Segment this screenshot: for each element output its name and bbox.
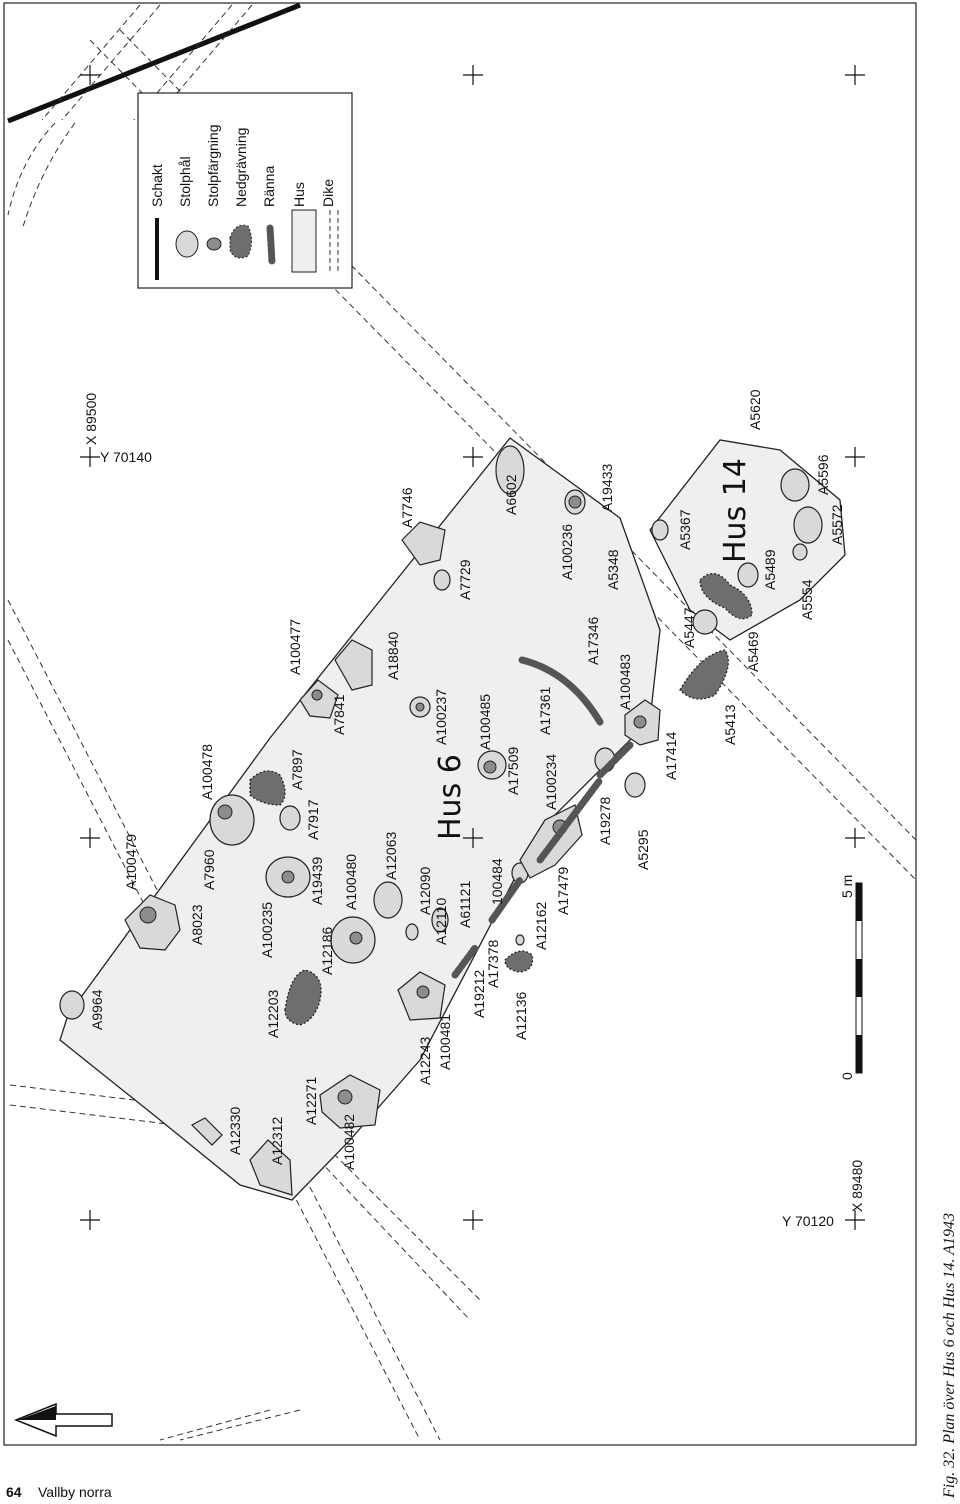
feature-label-a17378: A17378 <box>485 940 501 988</box>
feature-label-a19212: A19212 <box>471 970 487 1018</box>
feature-label-a7746: A7746 <box>399 487 415 528</box>
coord-x-bottom: X 89480 <box>849 1160 865 1212</box>
scale-bar: 0 5 m <box>839 875 863 1080</box>
feature-label-a5620: A5620 <box>747 389 763 430</box>
legend-label-stolphal: Stolphål <box>177 156 193 207</box>
legend-label-nedgravning: Nedgrävning <box>233 128 249 207</box>
feature-label-a12203: A12203 <box>265 990 281 1038</box>
legend-stolpfargning-symbol <box>206 237 222 251</box>
legend-dike-symbol <box>329 210 339 272</box>
legend-label-stolpfargning: Stolpfärgning <box>205 124 221 207</box>
feature-label-a100234: A100234 <box>543 754 559 810</box>
legend-label-dike: Dike <box>320 179 336 207</box>
feature-label-a100237: A100237 <box>433 689 449 745</box>
feature-label-a5295: A5295 <box>635 829 651 870</box>
feature-label-a100478: A100478 <box>199 744 215 800</box>
map-frame <box>3 2 917 1446</box>
legend: Schakt Stolphål Stolpfärgning Nedgrävnin… <box>137 92 353 289</box>
feature-label-a19433: A19433 <box>599 464 615 512</box>
feature-label-a100483: A100483 <box>617 654 633 710</box>
feature-label-a8023: A8023 <box>189 904 205 945</box>
feature-label-a7729: A7729 <box>457 559 473 600</box>
feature-label-a17414: A17414 <box>663 732 679 780</box>
feature-label-a7960: A7960 <box>201 849 217 890</box>
feature-label-a9964: A9964 <box>89 989 105 1030</box>
feature-label-a12162: A12162 <box>533 902 549 950</box>
feature-label-a12063: A12063 <box>383 832 399 880</box>
ranna-features <box>451 656 634 979</box>
coord-y-top: Y 70140 <box>100 449 152 465</box>
stolphal-features <box>59 445 823 1196</box>
feature-label-a5447: A5447 <box>681 607 697 648</box>
feature-label-a100236: A100236 <box>559 524 575 580</box>
feature-label-100484: 100484 <box>489 858 505 905</box>
feature-label-a12330: A12330 <box>227 1107 243 1155</box>
coord-x-top: X 89500 <box>83 393 99 445</box>
feature-label-a6602: A6602 <box>503 474 519 515</box>
feature-label-a7897: A7897 <box>289 749 305 790</box>
legend-label-hus: Hus <box>291 182 307 207</box>
hus14-label: Hus 14 <box>718 458 753 563</box>
legend-ranna-symbol <box>266 224 276 266</box>
feature-label-a5469: A5469 <box>745 631 761 672</box>
feature-label-a12090: A12090 <box>417 867 433 915</box>
feature-label-a5596: A5596 <box>815 454 831 495</box>
hus6-label: Hus 6 <box>433 754 468 840</box>
hus6-outline <box>59 437 661 1201</box>
feature-label-a12312: A12312 <box>269 1117 285 1165</box>
feature-label-a17346: A17346 <box>585 617 601 665</box>
feature-label-a61121: A61121 <box>457 881 473 928</box>
feature-label-a17509: A17509 <box>505 747 521 795</box>
feature-label-a100480: A100480 <box>343 854 359 910</box>
figure-caption: Fig. 32. Plan över Hus 6 och Hus 14. A19… <box>941 1213 958 1499</box>
page-number: 64 <box>6 1484 22 1500</box>
legend-label-schakt: Schakt <box>149 164 165 207</box>
feature-label-a100479: A100479 <box>123 834 139 890</box>
legend-stolphal-symbol <box>175 230 199 258</box>
feature-label-a5348: A5348 <box>605 549 621 590</box>
feature-label-a5554: A5554 <box>799 579 815 620</box>
feature-label-a12271: A12271 <box>303 1077 319 1125</box>
feature-label-a19278: A19278 <box>597 797 613 845</box>
feature-label-a18840: A18840 <box>385 632 401 680</box>
feature-label-a5489: A5489 <box>762 549 778 590</box>
north-arrow <box>13 1402 113 1438</box>
nedgravning-features <box>249 573 753 1026</box>
running-title: Vallby norra <box>38 1484 112 1500</box>
feature-label-a19439: A19439 <box>309 857 325 905</box>
feature-label-a100481: A100481 <box>437 1014 453 1070</box>
stolpfargning-features <box>139 495 647 1105</box>
schakt-line <box>7 2 301 124</box>
feature-label-a7841: A7841 <box>331 694 347 735</box>
feature-label-a12136: A12136 <box>513 992 529 1040</box>
scale-start-label: 0 <box>839 1072 855 1080</box>
feature-label-a100477: A100477 <box>287 619 303 675</box>
feature-label-a100235: A100235 <box>259 902 275 958</box>
feature-label-a100482: A100482 <box>341 1114 357 1170</box>
coord-y-bottom: Y 70120 <box>782 1213 834 1229</box>
feature-label-a17361: A17361 <box>537 687 553 735</box>
legend-label-ranna: Ränna <box>261 166 277 207</box>
grid-crosses <box>80 65 865 1230</box>
feature-label-a12243: A12243 <box>417 1037 433 1085</box>
feature-label-a12186: A12186 <box>319 927 335 975</box>
scale-end-label: 5 m <box>839 875 855 898</box>
legend-nedgravning-symbol <box>229 224 252 259</box>
feature-label-a12110: A12110 <box>433 898 449 945</box>
feature-label-a100485: A100485 <box>477 694 493 750</box>
feature-label-a5367: A5367 <box>677 509 693 550</box>
feature-label-a7917: A7917 <box>305 799 321 840</box>
feature-label-a5413: A5413 <box>722 704 738 745</box>
feature-label-a17479: A17479 <box>555 867 571 915</box>
feature-label-a5572: A5572 <box>829 504 845 545</box>
legend-hus-symbol <box>291 209 317 273</box>
